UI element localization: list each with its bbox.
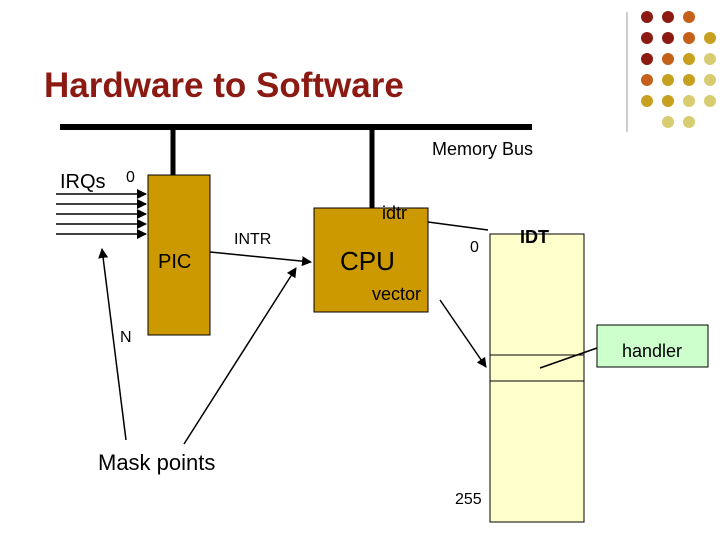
mask-arrow-intr	[183, 267, 297, 445]
slide-title: Hardware to Software	[44, 66, 404, 105]
intr-arrow	[209, 251, 312, 267]
idtr-pointer-line	[427, 221, 489, 231]
pic-box	[147, 174, 211, 336]
irq-input-arrows	[56, 189, 147, 239]
handler-box	[596, 324, 709, 368]
idt-first-index: 0	[470, 239, 479, 256]
idt-table	[489, 233, 585, 523]
cpu-label: CPU	[340, 246, 395, 276]
mask-arrow-irq	[98, 248, 127, 441]
intr-label: INTR	[234, 231, 272, 248]
dot-grid-decoration	[641, 11, 716, 128]
idt-label: IDT	[520, 227, 549, 247]
mask-points-label: Mask points	[98, 450, 216, 475]
idt-last-index: 255	[455, 491, 482, 508]
memory-bus-label: Memory Bus	[432, 139, 534, 159]
irq-last-label: N	[120, 329, 132, 346]
cpu-box	[313, 207, 429, 313]
handler-label: handler	[622, 341, 683, 361]
pic-label: PIC	[158, 251, 192, 273]
irqs-label: IRQs	[60, 171, 106, 193]
idtr-label: idtr	[382, 203, 408, 223]
vector-label: vector	[372, 284, 422, 304]
vector-arrow	[439, 299, 487, 368]
handler-pointer-line	[539, 347, 598, 369]
irq-first-index: 0	[126, 169, 135, 186]
